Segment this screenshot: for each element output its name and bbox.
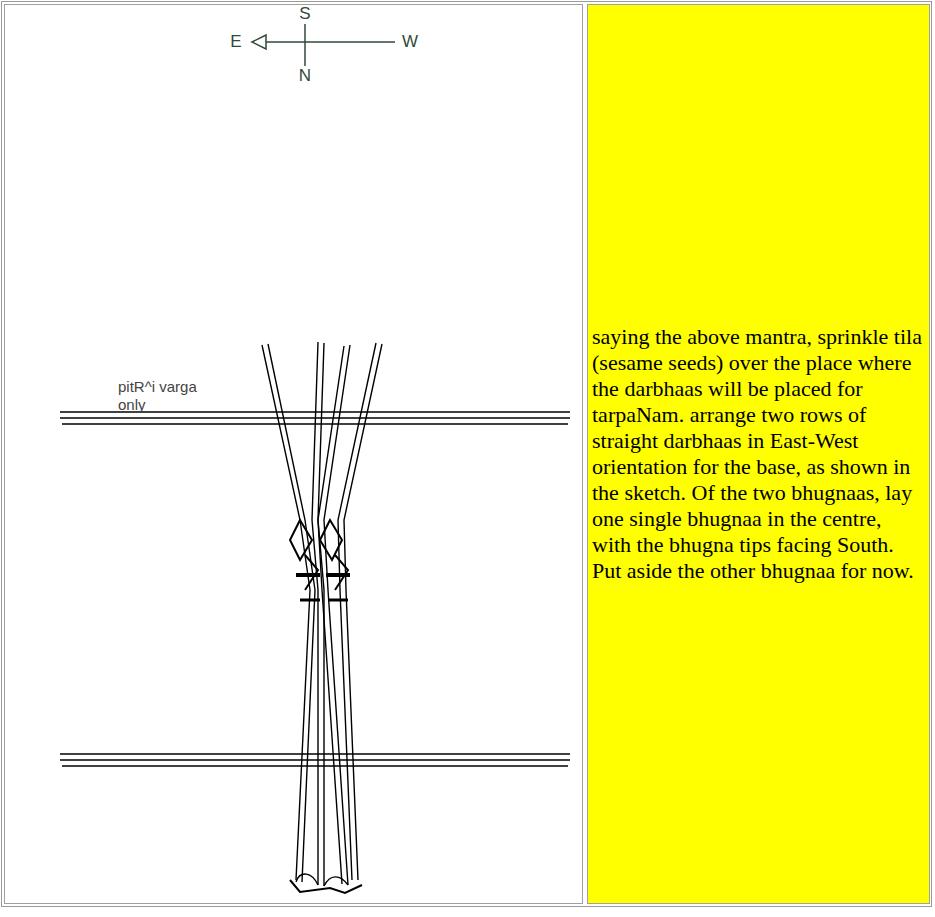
bhugnaa [262, 342, 382, 893]
left-cell [5, 5, 583, 904]
compass-letter: N [299, 66, 311, 86]
instruction-panel: saying the above mantra, sprinkle tila (… [592, 324, 926, 584]
instruction-text: saying the above mantra, sprinkle tila (… [592, 324, 926, 558]
sketch-note: pitR^i varga only [118, 378, 228, 414]
compass-letter: E [230, 32, 241, 52]
instruction-text: Put aside the other bhugnaa for now. [592, 558, 926, 584]
yellow-cell [588, 5, 930, 904]
knot [290, 520, 350, 600]
compass-letter: W [402, 32, 418, 52]
compass [252, 24, 395, 66]
compass-letter: S [299, 4, 310, 24]
